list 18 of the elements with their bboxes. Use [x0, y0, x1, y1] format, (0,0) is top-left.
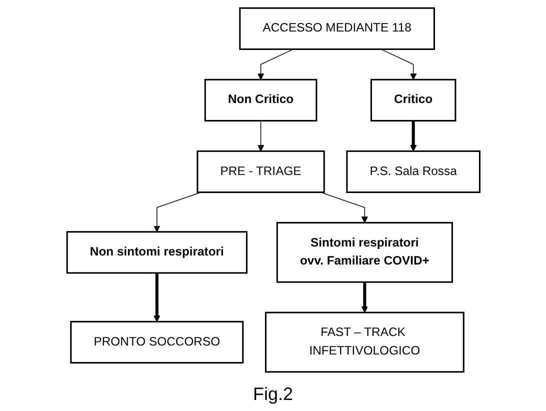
arrow: [410, 120, 416, 152]
arrow: [360, 282, 368, 313]
arrow: [320, 192, 368, 224]
node-box: Critico: [370, 78, 456, 122]
node-box: ACCESSO MEDIANTE 118: [238, 7, 435, 50]
arrow: [153, 192, 202, 232]
node-box: Sintomi respiratori ovv. Familiare COVID+: [276, 222, 453, 283]
node-box: FAST – TRACK INFETTIVOLOGICO: [264, 312, 464, 373]
node-box: Non Critico: [204, 78, 317, 122]
node-box: P.S. Sala Rossa: [346, 150, 480, 194]
arrow: [257, 120, 264, 152]
node-box: PRE - TRIAGE: [196, 150, 324, 194]
arrow: [380, 48, 416, 80]
arrow: [153, 272, 160, 322]
figure-caption: Fig.2: [252, 384, 294, 405]
arrow: [257, 48, 294, 80]
node-box: Non sintomi respiratori: [66, 231, 248, 274]
node-box: PRONTO SOCCORSO: [70, 320, 244, 364]
